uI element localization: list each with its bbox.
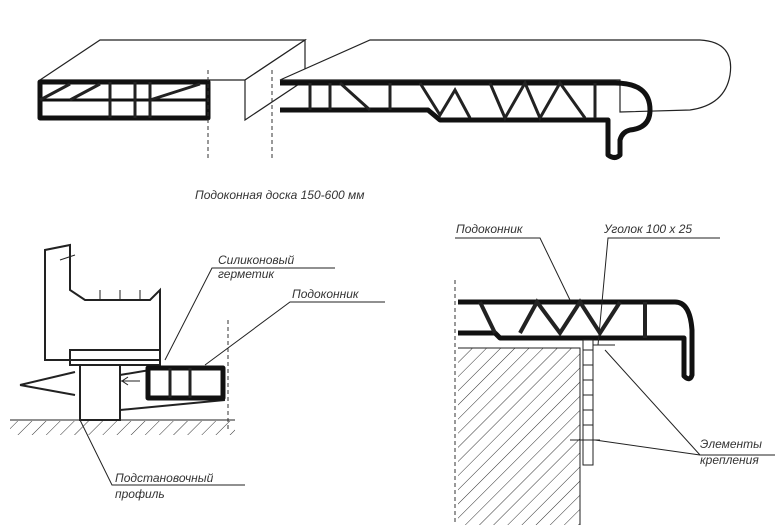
sealant-label-1: Силиконовый [218, 253, 294, 267]
sealant-label-2: герметик [218, 267, 275, 281]
frame-installation-detail [10, 243, 385, 486]
sill-label-left: Подоконник [292, 287, 360, 301]
sill-label-right: Подоконник [456, 222, 524, 236]
board-width-caption: Подоконная доска 150-600 мм [195, 188, 364, 202]
angle-label: Уголок 100 x 25 [603, 222, 692, 236]
fasteners-label-2: крепления [700, 453, 759, 467]
fasteners-label-1: Элементы [700, 437, 762, 451]
profile-label-2: профиль [115, 487, 165, 501]
long-board-3d [271, 39, 732, 160]
short-board-3d [37, 38, 307, 160]
profile-label-1: Подстановочный [115, 471, 214, 485]
wall-installation-detail [454, 237, 775, 525]
